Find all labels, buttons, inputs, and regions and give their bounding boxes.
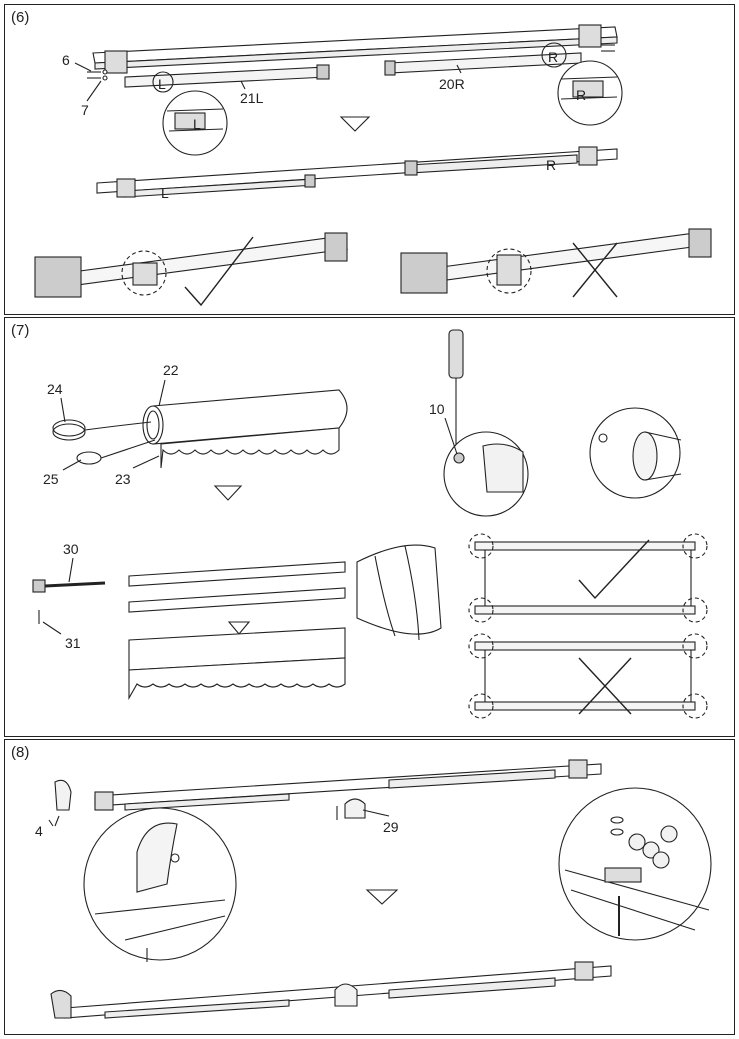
callout-30: 30 <box>63 541 79 557</box>
callout-6: 6 <box>62 52 70 68</box>
callout-29: 29 <box>383 819 399 835</box>
step-7-panel: (7) <box>4 317 735 737</box>
callout-31: 31 <box>65 635 81 651</box>
cord-coil-25 <box>76 451 102 465</box>
tube-upper <box>128 561 346 587</box>
callout-24: 24 <box>47 381 63 397</box>
profile-top-8 <box>94 763 602 807</box>
detail-right-small <box>541 42 567 68</box>
callout-4: 4 <box>35 823 43 839</box>
step-6-diagram: 6 7 21L 20R L R L R L R <box>34 24 712 307</box>
closeup-left-bracket <box>34 256 82 298</box>
callout-20R: 20R <box>439 76 465 92</box>
arrow-down-8 <box>365 889 399 905</box>
bracket-29 <box>344 798 366 819</box>
detail-left-small <box>152 71 174 93</box>
closeup-left-profile <box>63 236 349 286</box>
mark-l-assembled: L <box>161 185 169 201</box>
check-mark <box>184 236 254 307</box>
cross-mark-b <box>572 242 618 298</box>
closeup-right-profile <box>425 232 709 282</box>
arrow-down-1 <box>213 485 243 501</box>
bracket-4 <box>54 779 72 811</box>
fabric-drape <box>356 544 442 635</box>
cross-mark-7b <box>578 657 632 715</box>
callout-10: 10 <box>429 401 445 417</box>
rolled-valance <box>128 657 346 701</box>
frame-wrong-bottom <box>474 701 696 711</box>
end-bracket-left <box>104 50 128 74</box>
screwdriver-handle <box>448 329 464 379</box>
arm-21L-end <box>316 64 330 80</box>
step-6-panel: (6) <box>4 4 735 315</box>
front-profile-top-face <box>94 36 618 70</box>
rod-30 <box>44 581 106 588</box>
check-mark-7 <box>578 539 650 600</box>
tube-end <box>142 405 164 445</box>
callout-7: 7 <box>81 102 89 118</box>
arm-20R-end <box>384 60 396 76</box>
detail-right-8 <box>558 787 712 941</box>
mark-r-zoom: R <box>576 87 586 103</box>
step-8-panel: (8) <box>4 739 735 1035</box>
callout-21L: 21L <box>240 90 264 106</box>
assembled-profile <box>96 148 618 194</box>
frame-wrong-top <box>474 641 696 651</box>
mark-r-assembled: R <box>546 157 556 173</box>
callout-22: 22 <box>163 362 179 378</box>
arrow-down-2 <box>227 621 251 635</box>
closeup-right-bracket <box>400 252 448 294</box>
frame-correct-bottom <box>474 605 696 615</box>
valance-23 <box>160 427 340 469</box>
frame-correct-top <box>474 541 696 551</box>
step-number: (7) <box>11 322 30 339</box>
step-number: (6) <box>11 9 30 26</box>
step-7-diagram: 22 24 25 23 10 30 31 <box>32 329 708 719</box>
step-number: (8) <box>11 744 30 761</box>
mark-r-small: R <box>548 49 558 65</box>
callout-25: 25 <box>43 471 59 487</box>
cord-coil-24 <box>52 423 86 441</box>
mark-l-zoom: L <box>193 116 201 132</box>
closeup-left-circle <box>121 250 167 296</box>
step-8-diagram: 4 29 <box>35 759 712 1019</box>
arm-21L <box>124 66 328 88</box>
arrow-down <box>339 116 371 132</box>
end-bracket-right <box>578 24 602 48</box>
tube-lower <box>128 587 346 613</box>
mark-l-small: L <box>158 76 166 92</box>
callout-23: 23 <box>115 471 131 487</box>
closeup-right-circle <box>486 248 532 294</box>
